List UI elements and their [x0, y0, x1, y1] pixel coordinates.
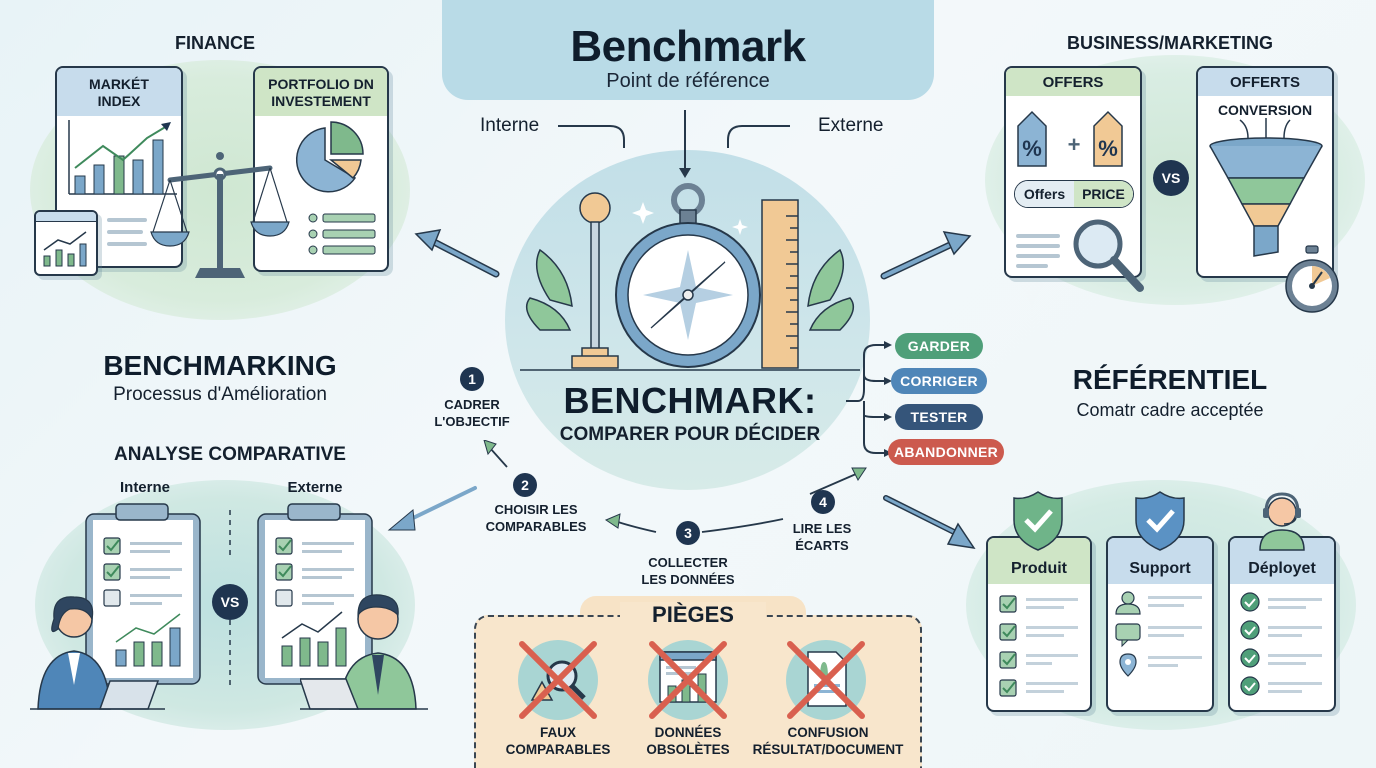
produit-checklist-icon	[999, 595, 1078, 697]
green-shield-check-icon	[1013, 491, 1063, 551]
referentiel-card-produit: Produit	[986, 536, 1092, 712]
mini-chart-window-icon	[34, 210, 98, 276]
market-bar-chart-icon	[68, 120, 177, 195]
woman-at-laptop-icon	[30, 596, 165, 710]
arrow-to-referentiel	[883, 495, 976, 550]
blue-shield-check-icon	[1135, 491, 1185, 551]
trap-1-crossed-magnifier-icon	[519, 641, 597, 719]
step-1-badge: 1	[460, 367, 484, 391]
portfolio-title-1: PORTFOLIO DN	[268, 76, 374, 92]
pieges-title: PIÈGES	[620, 602, 766, 628]
header-banner	[442, 0, 934, 100]
finance-title: FINANCE	[175, 33, 255, 53]
svg-text:%: %	[1098, 136, 1118, 161]
step-3-badge: 3	[676, 521, 700, 545]
decision-corriger-pill[interactable]: CORRIGER	[891, 368, 987, 394]
step-cycle-arrows	[483, 440, 867, 533]
referentiel-title: RÉFÉRENTIEL	[1072, 364, 1268, 395]
analyse-vs-badge: VS	[212, 584, 248, 620]
trap-3-crossed-document-icon	[787, 641, 865, 719]
referentiel-subtitle: Comatr cadre acceptée	[1076, 400, 1264, 420]
center-title: BENCHMARK:	[563, 380, 817, 421]
deployet-checklist-icon	[1240, 592, 1322, 696]
conversion-funnel-icon	[1209, 118, 1323, 257]
toggle-offers[interactable]: Offers	[1015, 181, 1074, 207]
trap-2-crossed-chart-window-icon	[649, 641, 727, 719]
benchmarking-title: BENCHMARKING	[103, 350, 337, 381]
step-4-badge: 4	[811, 490, 835, 514]
offers-price-toggle[interactable]: Offers PRICE	[1014, 180, 1134, 208]
portfolio-card: PORTFOLIO DN INVESTEMENT	[253, 66, 389, 272]
analyse-title: ANALYSE COMPARATIVE	[114, 444, 346, 465]
clipboards-illustration	[85, 503, 373, 690]
step-2-badge: 2	[513, 473, 537, 497]
referentiel-card-support: Support	[1106, 536, 1214, 712]
business-vs-badge: VS	[1153, 160, 1189, 196]
analyse-externe-label: Externe	[287, 479, 343, 496]
header-interne-label: Interne	[480, 115, 540, 136]
offers-card-title: OFFERS	[1006, 68, 1140, 96]
decision-bracket	[846, 341, 892, 457]
portfolio-title-2: INVESTEMENT	[271, 93, 371, 109]
svg-text:%: %	[1022, 136, 1042, 161]
decision-garder-pill[interactable]: GARDER	[895, 333, 983, 359]
referentiel-card-deployet: Déployet	[1228, 536, 1336, 712]
header-title: Benchmark	[570, 22, 806, 71]
percent-tags-icon: % + %	[1017, 110, 1123, 167]
toggle-price[interactable]: PRICE	[1074, 181, 1133, 207]
conversion-subtitle: CONVERSION	[1217, 102, 1313, 118]
balance-scale-icon	[150, 152, 290, 278]
analyse-interne-label: Interne	[119, 479, 170, 496]
conversion-card: OFFERTS CONVERSION	[1196, 66, 1334, 278]
market-index-title-1: MARKÉT	[89, 76, 149, 92]
center-subtitle: COMPARER POUR DÉCIDER	[559, 424, 821, 445]
header-subtitle: Point de référence	[606, 70, 770, 92]
decision-abandonner-pill[interactable]: ABANDONNER	[888, 439, 1004, 465]
magnifier-icon	[1073, 219, 1144, 292]
market-index-title-2: INDEX	[97, 93, 141, 109]
man-at-laptop-icon	[300, 594, 428, 710]
conversion-card-title: OFFERTS	[1198, 68, 1332, 96]
arrow-to-finance	[414, 229, 500, 278]
decision-tester-pill[interactable]: TESTER	[895, 404, 983, 430]
header-connectors	[558, 110, 790, 178]
portfolio-pie-and-legend-icon	[295, 121, 376, 255]
arrow-to-analyse	[387, 486, 477, 531]
support-list-icon	[1115, 591, 1202, 677]
benchmarking-subtitle: Processus d'Amélioration	[113, 384, 327, 405]
business-title: BUSINESS/MARKETING	[1066, 33, 1273, 53]
stopwatch-icon	[1285, 245, 1339, 313]
support-agent-headset-icon	[1259, 492, 1305, 551]
arrow-to-business	[880, 231, 972, 280]
header-externe-label: Externe	[818, 115, 884, 136]
svg-text:+: +	[1068, 132, 1081, 157]
compass-ruler-illustration	[520, 183, 860, 371]
